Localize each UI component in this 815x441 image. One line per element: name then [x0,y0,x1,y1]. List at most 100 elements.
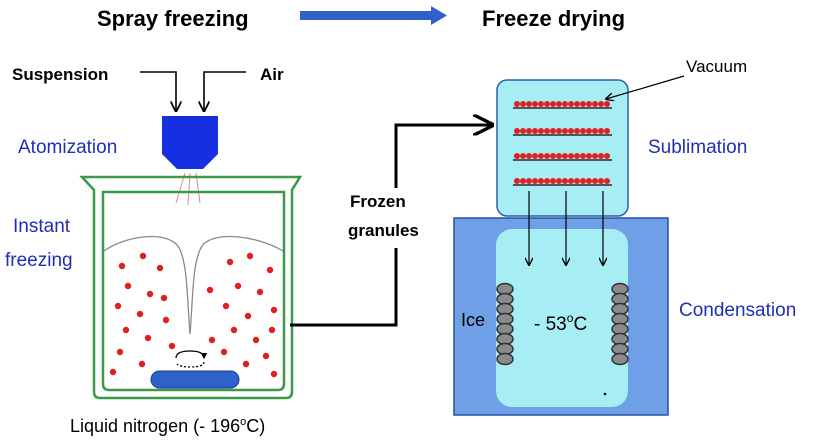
air-label: Air [260,65,284,84]
condenser-temperature: - 53oC [534,311,587,335]
product-granule [526,101,532,107]
frozen-granules-label-line2: granules [348,221,419,240]
frozen-particle [118,262,126,270]
product-granule [574,178,580,184]
frozen-particle [144,334,152,342]
product-granule [586,178,592,184]
frozen-granules-label-line1: Frozen [350,192,406,211]
frozen-particle [230,326,238,334]
frozen-particle [242,360,250,368]
stirring-icon [175,350,208,368]
product-granule [568,153,574,159]
product-granule [604,178,610,184]
condenser-chamber [496,229,628,407]
frozen-particle [114,302,122,310]
frozen-particle [234,282,242,290]
frozen-particle [244,312,252,320]
chamber-marker [603,392,607,396]
vacuum-pointer [606,75,685,99]
product-granule [544,128,550,134]
frozen-particle [146,290,154,298]
product-granule [556,178,562,184]
product-granule [538,153,544,159]
condenser-coils [496,282,629,366]
frozen-particle [252,336,260,344]
suspension-arrow [140,71,176,111]
transfer-line-upper [394,125,492,188]
frozen-particle [116,348,124,356]
frozen-particle [256,288,264,296]
product-granule [550,101,556,107]
product-shelves [513,101,612,186]
air-arrow [204,71,246,111]
product-granule [586,153,592,159]
product-granule [568,128,574,134]
product-granule [526,128,532,134]
frozen-particle [138,360,146,368]
product-granule [562,178,568,184]
product-granule [532,153,538,159]
product-granule [544,178,550,184]
product-granule [592,153,598,159]
frozen-particle [162,316,170,324]
frozen-particle [139,252,147,260]
product-granule [598,101,604,107]
product-granule [532,178,538,184]
product-granule [598,178,604,184]
frozen-particle [208,336,216,344]
vacuum-label: Vacuum [686,57,747,76]
frozen-particle [270,370,278,378]
product-granule [556,153,562,159]
product-granule [520,128,526,134]
product-granule [586,128,592,134]
frozen-particle [266,266,274,274]
nozzle-icon [162,116,218,169]
product-granule [544,153,550,159]
product-granule [568,178,574,184]
product-granule [598,153,604,159]
product-granule [586,101,592,107]
instant-freezing-label-line2: freezing [5,250,73,271]
product-granule [538,101,544,107]
frozen-particle [168,342,176,350]
product-granule [580,101,586,107]
ice-label: Ice [461,310,485,330]
product-granule [580,178,586,184]
product-granule [550,153,556,159]
frozen-particle [136,310,144,318]
product-granule [538,128,544,134]
product-granule [514,178,520,184]
product-granule [532,128,538,134]
frozen-particle [268,326,276,334]
product-granule [604,128,610,134]
product-granule [580,153,586,159]
frozen-particle [226,258,234,266]
freeze-drying-title: Freeze drying [482,6,625,31]
coil-loop [611,352,629,366]
product-granule [562,101,568,107]
sublimation-label: Sublimation [648,137,747,158]
instant-freezing-label-line1: Instant [13,216,71,237]
product-granule [562,153,568,159]
product-granule [598,128,604,134]
product-granule [514,153,520,159]
spray-freezing-title: Spray freezing [97,6,249,31]
product-granule [556,128,562,134]
frozen-particle [124,282,132,290]
product-granule [550,178,556,184]
frozen-particle [160,294,168,302]
product-granule [556,101,562,107]
frozen-particle [206,286,214,294]
product-granule [532,101,538,107]
product-granule [526,178,532,184]
product-granule [520,178,526,184]
stir-bar [150,370,240,389]
product-granule [544,101,550,107]
product-granule [550,128,556,134]
product-granule [592,128,598,134]
coil-loop [496,352,514,366]
frozen-particle [220,348,228,356]
product-granule [604,101,610,107]
